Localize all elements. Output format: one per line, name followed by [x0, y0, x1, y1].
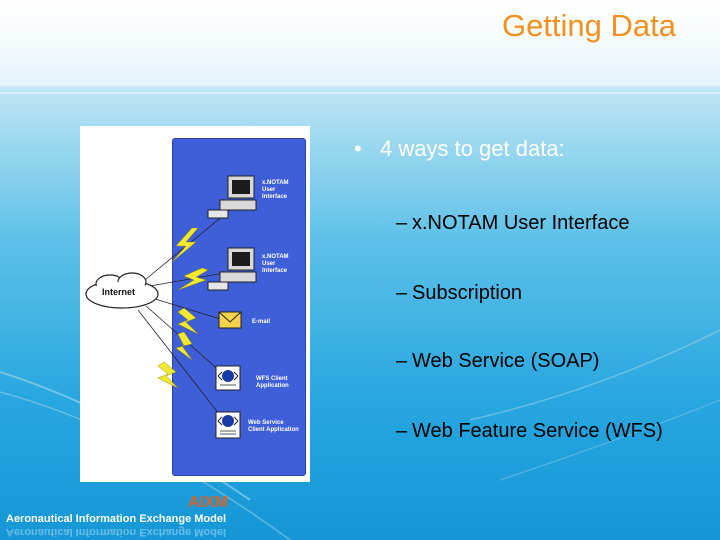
main-bullet-text: 4 ways to get data: — [380, 136, 565, 161]
sub-item-text: Web Service (SOAP) — [412, 350, 600, 372]
internet-cloud-icon — [85, 272, 159, 309]
aixm-logo: AIXM — [188, 494, 228, 511]
footer-text: Aeronautical Information Exchange Model — [6, 513, 227, 525]
sub-item-xnotam: –x.NOTAM User Interface — [396, 212, 629, 235]
network-diagram: Internet x.NOTAM User Interface x.NOTAM … — [80, 126, 310, 482]
sub-marker: – — [396, 350, 408, 372]
footer-reflection: Aeronautical Information Exchange Model — [6, 526, 227, 538]
computer-icon-2 — [207, 247, 257, 291]
sub-marker: – — [396, 212, 408, 234]
web-service-client-label: Web Service Client Application — [248, 420, 299, 433]
internet-label: Internet — [102, 287, 136, 297]
lightning-bolts — [157, 227, 209, 389]
sub-item-web-service: –Web Service (SOAP) — [396, 350, 599, 373]
sub-item-text: Web Feature Service (WFS) — [412, 420, 663, 442]
wfs-client-icon — [215, 365, 241, 391]
header-divider-2 — [0, 92, 720, 94]
main-bullet: • 4 ways to get data: — [354, 136, 565, 162]
sub-item-text: Subscription — [412, 282, 523, 304]
sub-marker: – — [396, 282, 408, 304]
computer-icon-1 — [207, 175, 257, 219]
email-label: E-mail — [252, 319, 271, 325]
sub-item-text: x.NOTAM User Interface — [412, 212, 630, 234]
sub-marker: – — [396, 420, 408, 442]
sub-item-wfs: –Web Feature Service (WFS) — [396, 420, 663, 443]
header-divider — [0, 86, 720, 88]
web-service-client-icon — [215, 411, 241, 439]
header-band — [0, 0, 720, 88]
slide-title: Getting Data — [501, 8, 676, 43]
bullet-marker: • — [354, 136, 362, 161]
sub-item-subscription: –Subscription — [396, 282, 522, 305]
diagram-art — [85, 175, 257, 439]
xnotam-ui-label-1: x.NOTAM User Interface — [262, 180, 289, 200]
xnotam-ui-label-2: x.NOTAM User Interface — [262, 254, 289, 274]
email-icon — [218, 311, 242, 329]
wfs-client-label: WFS Client Application — [256, 376, 289, 389]
